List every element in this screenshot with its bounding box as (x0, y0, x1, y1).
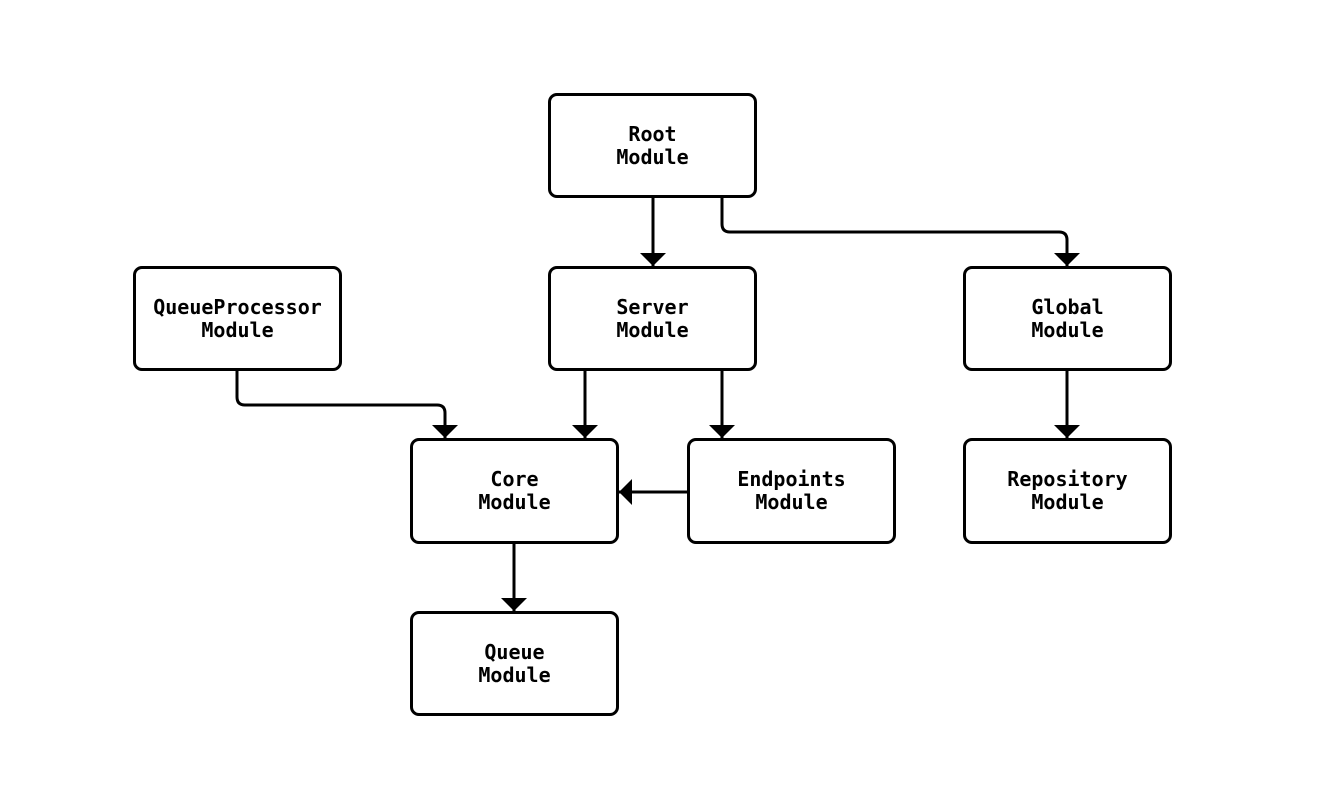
node-core-module-label: Core Module (478, 467, 551, 514)
node-global-module: Global Module (963, 266, 1172, 371)
node-queueprocessor-module: QueueProcessor Module (133, 266, 342, 371)
node-server-module-label: Server Module (616, 294, 689, 342)
node-global-module-label: Global Module (1031, 294, 1104, 342)
node-queueprocessor-module-label: QueueProcessor Module (153, 294, 322, 342)
node-repository-module-label: Repository Module (1007, 467, 1128, 514)
node-core-module: Core Module (410, 438, 619, 544)
node-repository-module: Repository Module (963, 438, 1172, 544)
node-queue-module-label: Queue Module (478, 639, 551, 687)
node-endpoints-module: Endpoints Module (687, 438, 896, 544)
edge-root-to-global (720, 198, 1080, 266)
node-server-module: Server Module (548, 266, 757, 371)
node-root-module-label: Root Module (616, 121, 689, 169)
node-queue-module: Queue Module (410, 611, 619, 716)
node-root-module: Root Module (548, 93, 757, 198)
node-endpoints-module-label: Endpoints Module (737, 467, 846, 514)
edge-queueprocessor-to-core (235, 371, 458, 438)
